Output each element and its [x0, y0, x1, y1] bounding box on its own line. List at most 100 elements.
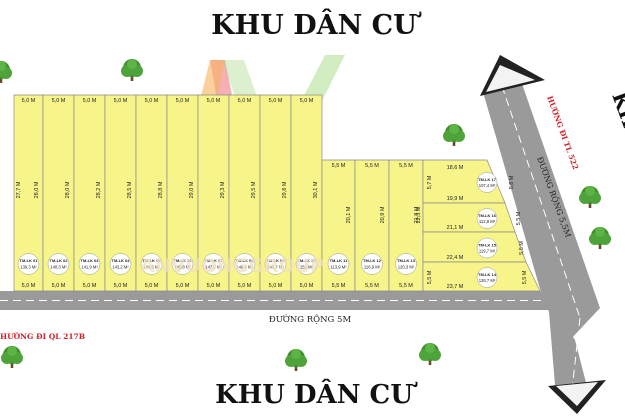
lot-badge	[233, 253, 256, 275]
lot-code: TM-LK 15	[478, 243, 497, 248]
lot-front-dim: 5,0 M	[269, 283, 283, 289]
lot-tm-lk-16[interactable]	[422, 202, 516, 233]
lot-code: TM-LK 03	[81, 258, 100, 263]
lot-badge	[171, 253, 194, 275]
lot-back-dim: 5,0 M	[300, 98, 314, 104]
lot-area: 147,2 M²	[205, 265, 222, 270]
lot-code: TM-LK 04	[112, 258, 131, 263]
lot-side-dim: 28,0 M	[65, 181, 71, 198]
lot-back-dim: 5,5 M	[399, 163, 413, 169]
lot-side-dim: 21,8 M	[414, 206, 420, 223]
lot-back-dim: 5,5 M	[332, 163, 346, 169]
lot-badge	[140, 253, 163, 275]
lot-code: TM-LK 06	[174, 258, 193, 263]
lot-front-dim: 5,0 M	[145, 283, 159, 289]
bottom-road	[0, 291, 555, 310]
lot-side-dim: 5,7 M	[427, 175, 433, 189]
lot-badge	[78, 253, 101, 275]
lot-side-dim: 20,9 M	[380, 206, 386, 223]
lot-back-dim: 5,0 M	[145, 98, 159, 104]
lot-area: 116,9 M²	[364, 265, 381, 270]
lot-bottom-dim: 23,7 M	[447, 284, 464, 290]
lot-front-dim: 5,0 M	[52, 283, 66, 289]
lot-side-dim: 29,0 M	[189, 181, 195, 198]
lot-back-dim: 5,0 M	[22, 98, 36, 104]
right-road	[480, 55, 606, 414]
lot-badge	[202, 253, 225, 275]
lot-badge	[476, 267, 498, 288]
lot-area: 113,9 M²	[330, 265, 347, 270]
lot-side-dim: 5,8 M	[509, 175, 515, 189]
lot-code: TM-LK 10	[298, 258, 317, 263]
lot-side-dim: 28,2 M	[96, 181, 102, 198]
lot-side-dim: 27,7 M	[16, 181, 22, 198]
lot-side-dim: 29,3 M	[220, 181, 226, 198]
lot-side-dim: 5,5 M	[516, 211, 522, 225]
lot-back-dim: 5,0 M	[52, 98, 66, 104]
lot-code: TM-LK 13	[397, 258, 416, 263]
lot-side-dim: 5,5 M	[522, 270, 528, 284]
lot-area: 120,3 M²	[398, 265, 415, 270]
top-area-label: KHU DÂN CƯ	[211, 8, 422, 41]
lot-back-dim: 5,0 M	[114, 98, 128, 104]
lot-badge	[395, 253, 417, 275]
lot-back-dim: 5,0 M	[207, 98, 221, 104]
lot-area: 143,2 M²	[112, 265, 129, 270]
lot-side-dim: 22,3 M	[416, 206, 422, 223]
lot-area: 112,8 M²	[479, 219, 496, 224]
lot-front-dim: 5,0 M	[238, 283, 252, 289]
lot-area: 107,4 M²	[479, 183, 496, 188]
lot-area: 144,5 M²	[143, 265, 160, 270]
lot-badge	[295, 253, 318, 275]
lot-back-dim: 5,5 M	[365, 163, 379, 169]
lot-bottom-dim: 19,9 M	[447, 196, 464, 202]
lot-code: TM-LK 08	[236, 258, 255, 263]
bottom-road-label: ĐƯỜNG RỘNG 5M	[269, 313, 352, 325]
lot-area: 148,4 M²	[236, 265, 253, 270]
trees-layer	[0, 59, 611, 371]
lot-front-dim: 5,0 M	[22, 283, 36, 289]
lot-side-dim: 20,1 M	[346, 206, 352, 223]
lot-area: 151 M²	[300, 265, 314, 270]
lot-side-dim: 28,8 M	[158, 181, 164, 198]
lot-front-dim: 5,5 M	[365, 283, 379, 289]
lot-top-dim: 18,6 M	[447, 165, 464, 171]
lot-area: 149,7 M²	[267, 265, 284, 270]
lot-badge	[361, 253, 383, 275]
lot-side-dim: 29,8 M	[282, 181, 288, 198]
lot-side-dim: 5,5 M	[519, 241, 525, 255]
lot-badge	[47, 253, 70, 275]
lot-code: TM-LK 07	[205, 258, 224, 263]
lot-badge	[264, 253, 287, 275]
lot-side-dim: 28,5 M	[127, 181, 133, 198]
lot-code: TM-LK 02	[50, 258, 69, 263]
lot-bottom-dim: 22,4 M	[447, 255, 464, 261]
lot-side-dim: 30,1 M	[313, 181, 319, 198]
bottom-area-label: KHU DÂN CƯ	[215, 378, 418, 410]
lot-back-dim: 5,0 M	[176, 98, 190, 104]
lot-bottom-dim: 21,1 M	[447, 225, 464, 231]
lot-badge	[327, 253, 350, 275]
lot-area: 139,3 M²	[20, 265, 37, 270]
lot-area: 119,7 M²	[479, 249, 496, 254]
lot-front-dim: 5,0 M	[83, 283, 97, 289]
lot-back-dim: 5,0 M	[238, 98, 252, 104]
lot-front-dim: 5,0 M	[300, 283, 314, 289]
lot-badge	[476, 237, 498, 259]
direction-right-label: HƯỚNG ĐI TL 522	[545, 95, 580, 171]
lot-code: TM-LK 12	[363, 258, 382, 263]
lot-side-dim: 28,0 M	[34, 181, 40, 198]
lot-tm-lk-15[interactable]	[422, 231, 527, 263]
lot-code: TM-LK 09	[267, 258, 286, 263]
lot-area: 145,8 M²	[174, 265, 191, 270]
lot-code: TM-LK 14	[478, 272, 497, 277]
lot-area: 126,7 M²	[479, 278, 496, 283]
lot-code: TM-LK 11	[330, 258, 349, 263]
lot-code: TM-LK 17	[478, 177, 497, 182]
lot-front-dim: 5,5 M	[399, 283, 413, 289]
lot-back-dim: 5,0 M	[83, 98, 97, 104]
direction-left-label: HƯỚNG ĐI QL 217B	[0, 332, 85, 341]
lot-badge	[109, 253, 132, 275]
